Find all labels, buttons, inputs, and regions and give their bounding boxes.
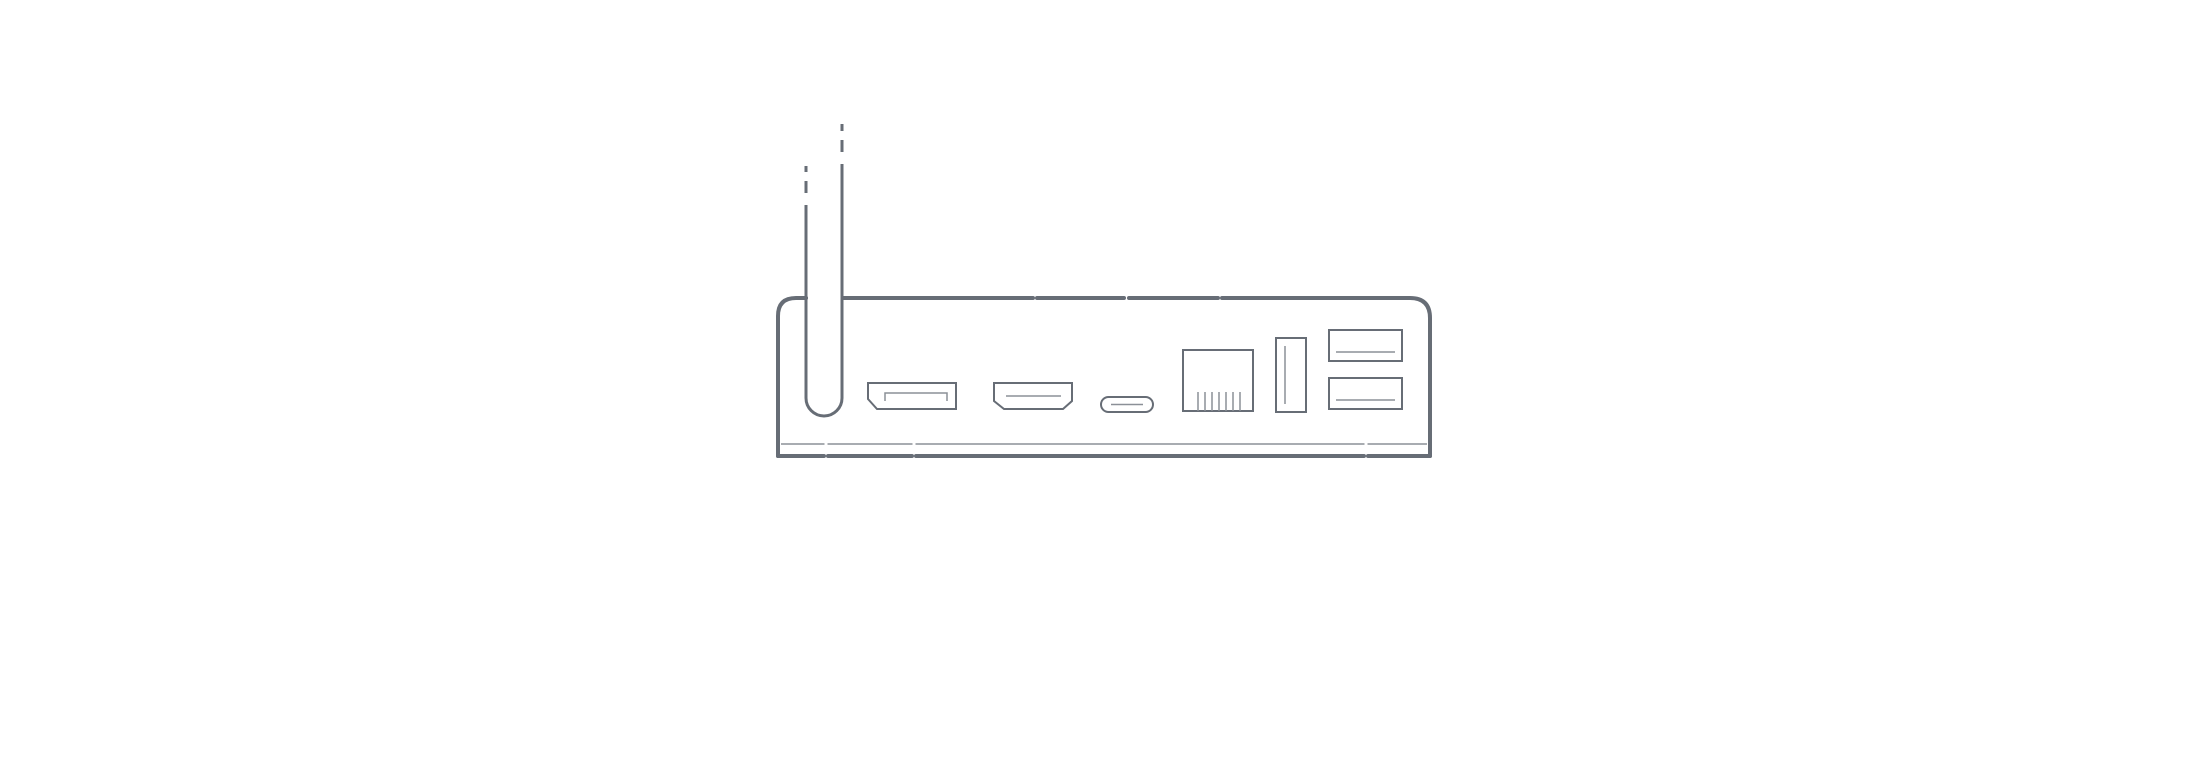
- antenna-loop: [804, 164, 844, 418]
- device-outline-left: [776, 296, 808, 458]
- antenna: [804, 124, 844, 418]
- ports: [867, 329, 1403, 413]
- device-top-edge-segment-4: [1220, 296, 1432, 458]
- hdmi-icon: [993, 382, 1073, 410]
- base-line-ticks: [824, 442, 1368, 446]
- ethernet-icon: [1182, 349, 1254, 412]
- usb-a-icon: [1275, 337, 1307, 413]
- usb-a-icon: [1328, 377, 1403, 410]
- device-body: [776, 296, 1432, 458]
- usb-a-icon: [1328, 329, 1403, 362]
- displayport-icon: [867, 382, 957, 410]
- usb-c-icon: [1100, 396, 1154, 413]
